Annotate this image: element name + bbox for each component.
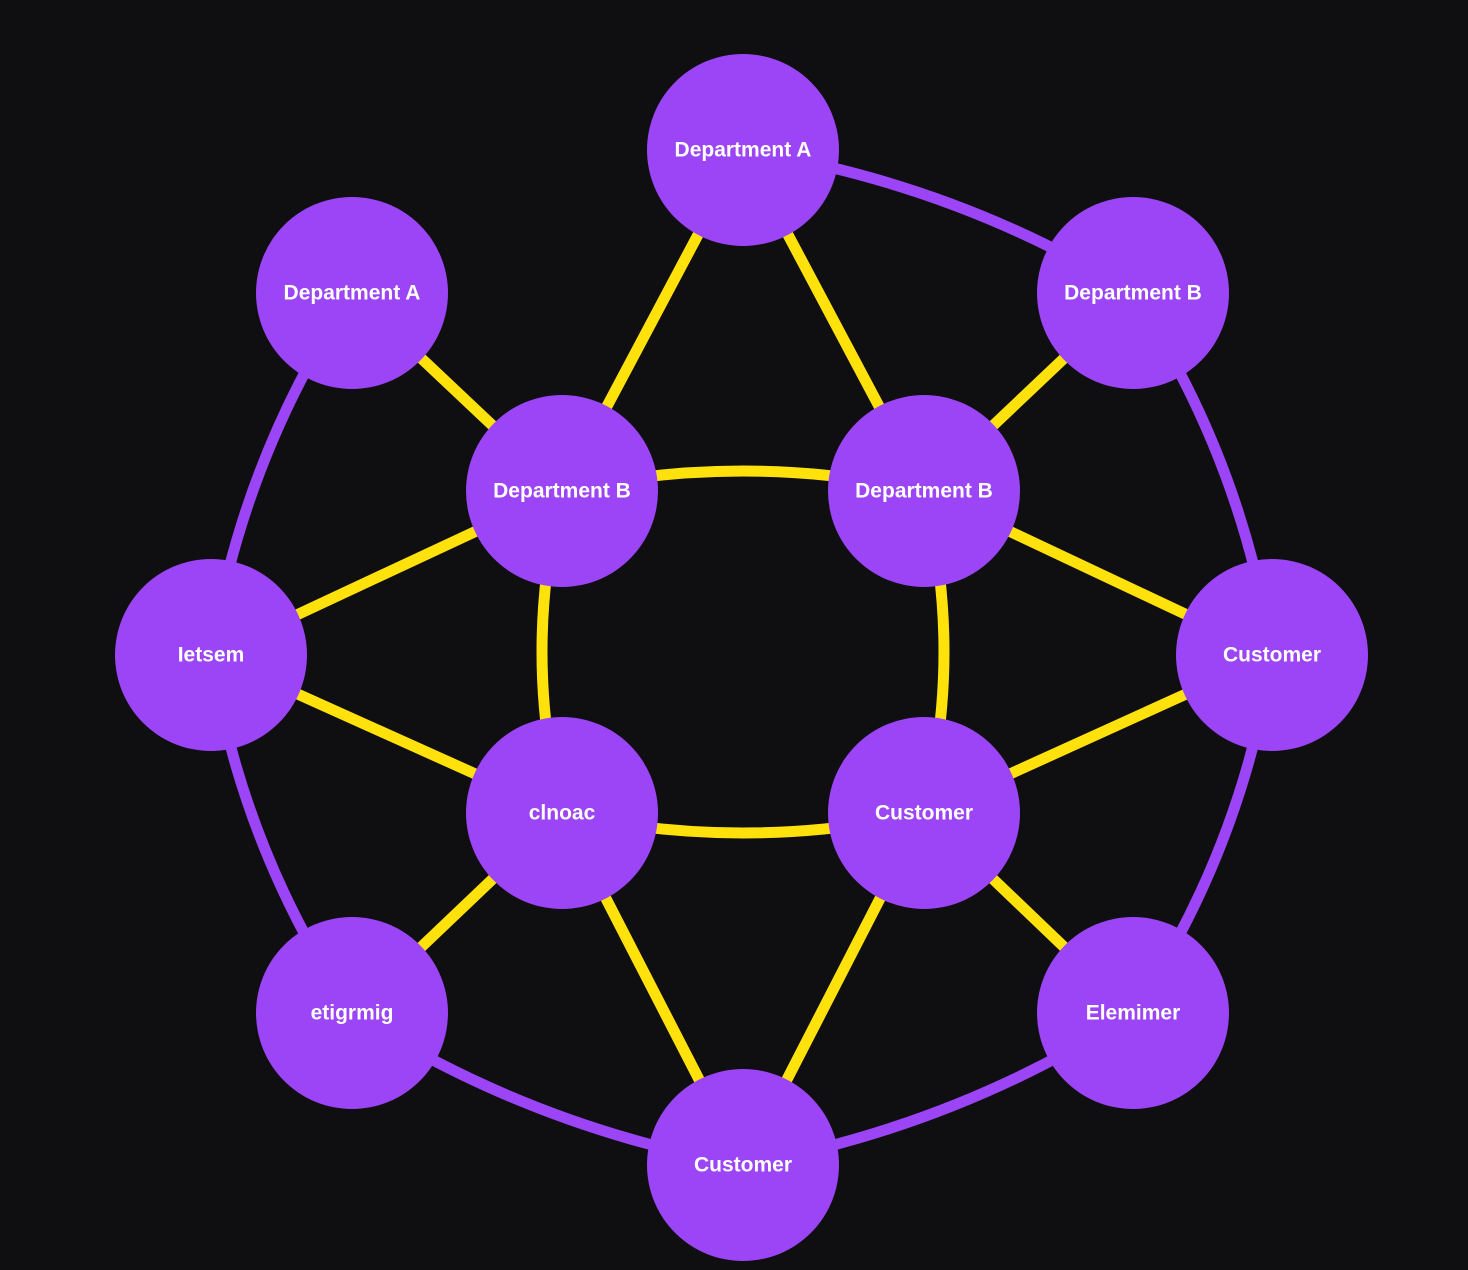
node-label: Customer bbox=[1223, 644, 1321, 667]
node-label: clnoac bbox=[529, 802, 596, 825]
node-circle bbox=[828, 717, 1020, 909]
node-circle bbox=[1176, 559, 1368, 751]
node-label: Customer bbox=[694, 1154, 792, 1177]
node-circle bbox=[647, 1069, 839, 1261]
node-inner-upper-right[interactable]: Department B bbox=[828, 395, 1020, 587]
node-circle bbox=[828, 395, 1020, 587]
node-label: Ietsem bbox=[178, 644, 245, 667]
node-label: Elemimer bbox=[1086, 1002, 1181, 1025]
node-right[interactable]: Customer bbox=[1176, 559, 1368, 751]
node-label: Department A bbox=[675, 139, 812, 162]
node-circle bbox=[466, 717, 658, 909]
node-lower-right[interactable]: Elemimer bbox=[1037, 917, 1229, 1109]
node-top[interactable]: Department A bbox=[647, 54, 839, 246]
node-label: Customer bbox=[875, 802, 973, 825]
node-left[interactable]: Ietsem bbox=[115, 559, 307, 751]
node-label: Department A bbox=[284, 282, 421, 305]
node-layer: Department A Department A Department B Depa… bbox=[115, 54, 1368, 1261]
node-label: Department B bbox=[855, 480, 993, 503]
node-circle bbox=[647, 54, 839, 246]
node-circle bbox=[1037, 197, 1229, 389]
node-label: Department B bbox=[1064, 282, 1202, 305]
node-circle bbox=[1037, 917, 1229, 1109]
node-circle bbox=[466, 395, 658, 587]
node-inner-lower-right[interactable]: Customer bbox=[828, 717, 1020, 909]
node-bottom[interactable]: Customer bbox=[647, 1069, 839, 1261]
node-upper-right[interactable]: Department B bbox=[1037, 197, 1229, 389]
node-label: Department B bbox=[493, 480, 631, 503]
node-inner-upper-left[interactable]: Department B bbox=[466, 395, 658, 587]
node-inner-lower-left[interactable]: clnoac bbox=[466, 717, 658, 909]
node-upper-left[interactable]: Department A bbox=[256, 197, 448, 389]
node-circle bbox=[256, 197, 448, 389]
node-lower-left[interactable]: etigrmig bbox=[256, 917, 448, 1109]
node-circle bbox=[256, 917, 448, 1109]
node-label: etigrmig bbox=[311, 1002, 394, 1025]
node-circle bbox=[115, 559, 307, 751]
